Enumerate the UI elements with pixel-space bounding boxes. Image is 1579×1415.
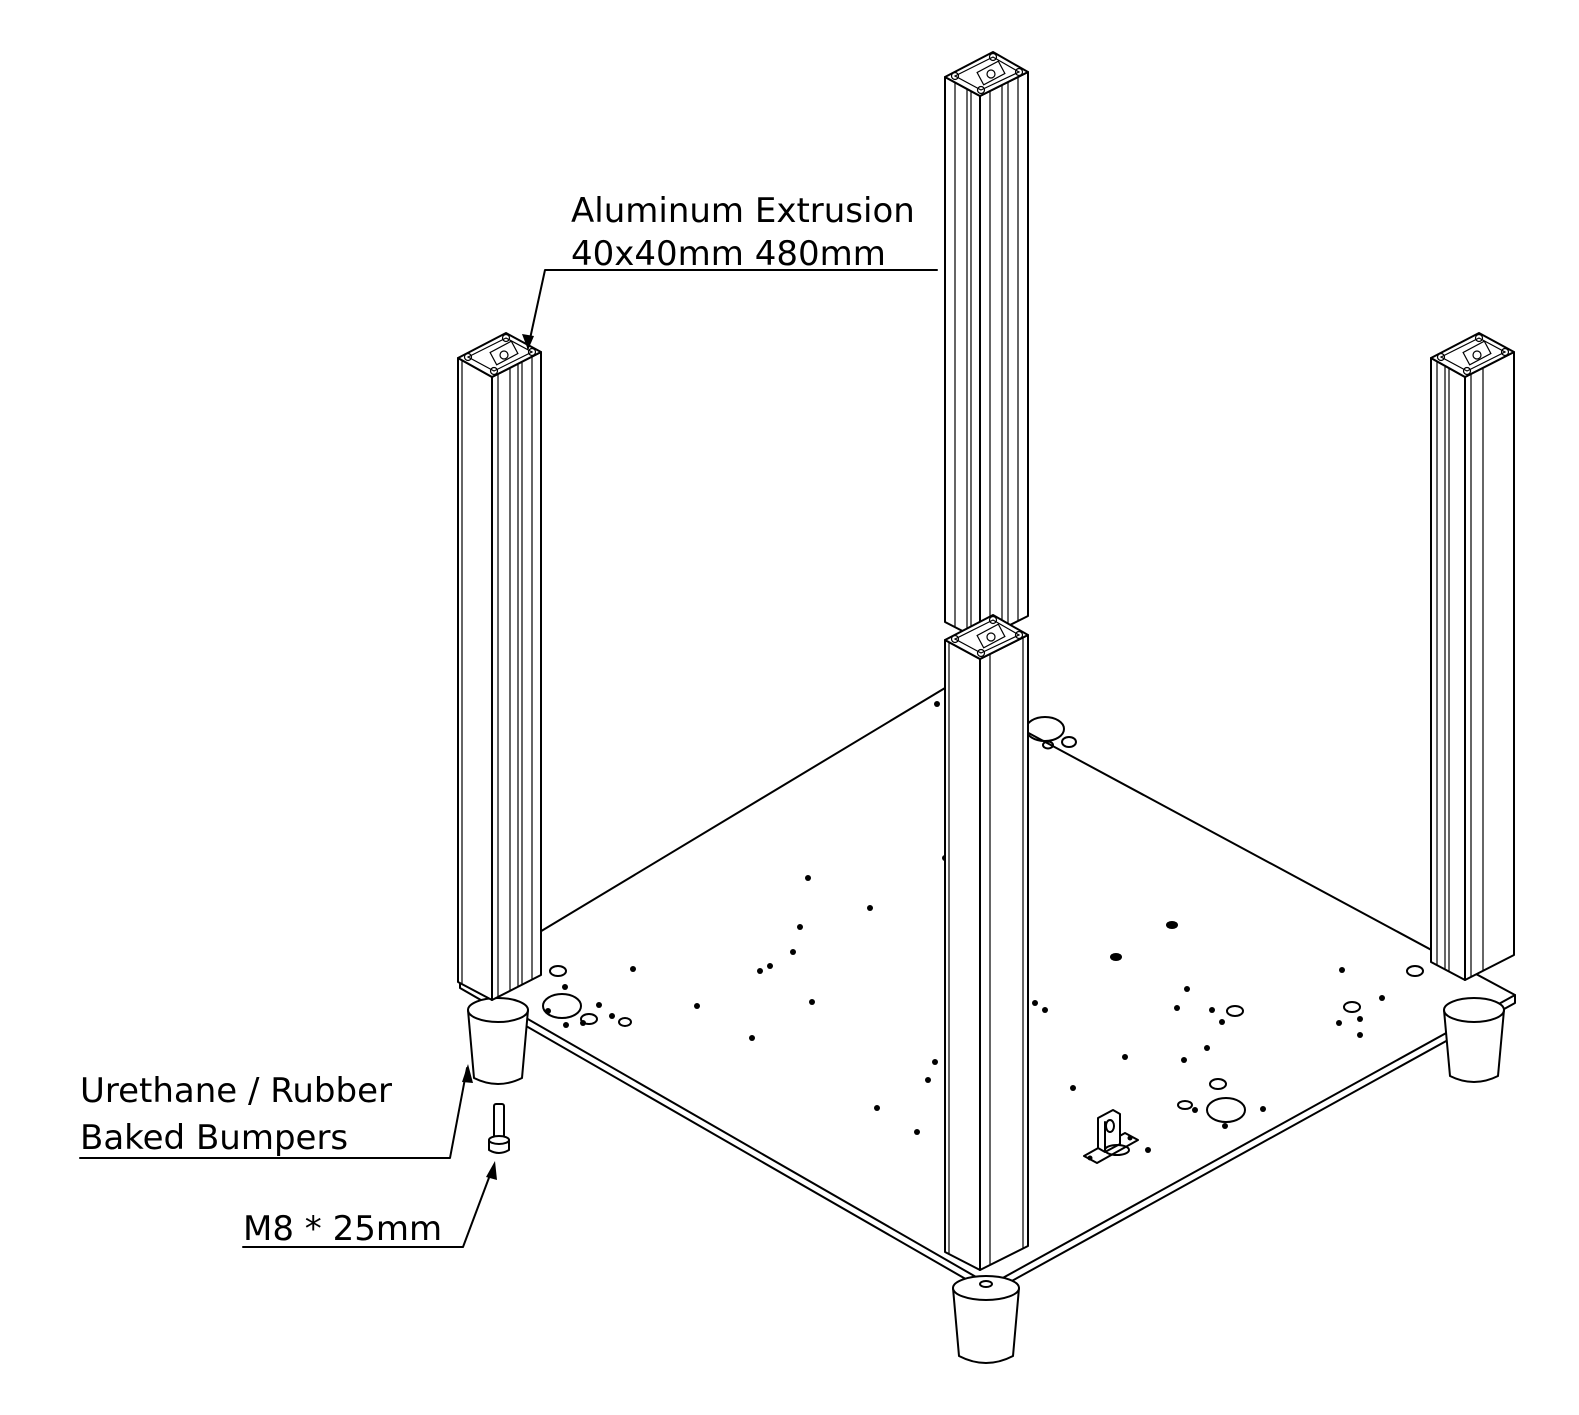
bumper-right xyxy=(1443,997,1505,1083)
leader-extrusion xyxy=(522,269,938,350)
extrusion-label-line1: Aluminum Extrusion xyxy=(571,191,915,231)
bumper-left xyxy=(467,997,529,1085)
leader-screw xyxy=(242,1161,497,1248)
extrusion-left xyxy=(457,332,542,1001)
extrusion-label-line2: 40x40mm 480mm xyxy=(571,234,886,274)
plate-bracket xyxy=(1083,1109,1139,1164)
bumper-front xyxy=(952,1275,1020,1364)
extrusion-right xyxy=(1430,332,1515,981)
m8-screw xyxy=(488,1103,510,1154)
bumper-label-line2: Baked Bumpers xyxy=(80,1118,348,1158)
plate-openings xyxy=(542,716,1424,1123)
leader-bumper xyxy=(79,1064,473,1159)
extrusion-back xyxy=(944,51,1029,641)
bumper-label-line1: Urethane / Rubber xyxy=(80,1071,392,1111)
screw-label: M8 * 25mm xyxy=(243,1209,442,1249)
extrusion-front xyxy=(944,614,1029,1271)
